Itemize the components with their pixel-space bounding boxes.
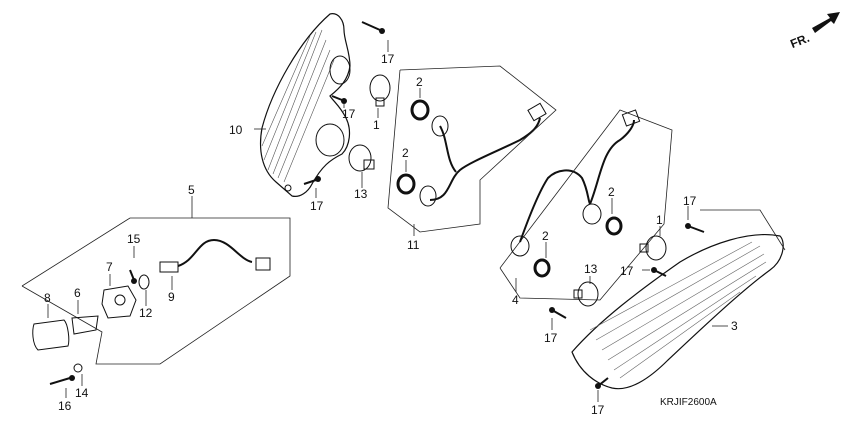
lower-bulbs xyxy=(510,109,667,307)
callout-1-a: 1 xyxy=(373,118,380,132)
callout-2-b: 2 xyxy=(402,146,409,160)
callout-2-d: 2 xyxy=(608,185,615,199)
callout-17-d: 17 xyxy=(683,194,697,208)
washer-2-d xyxy=(605,216,623,236)
screw-17-e xyxy=(651,267,667,277)
left-lens-assembly xyxy=(259,13,351,197)
screw-17-a xyxy=(361,21,385,34)
washer-2-b xyxy=(396,173,416,195)
callout-17-f: 17 xyxy=(544,331,558,345)
callout-4: 4 xyxy=(512,293,519,307)
lens-10-ribs xyxy=(261,29,335,183)
front-arrow-icon xyxy=(812,12,840,33)
group-frame-5 xyxy=(21,217,291,365)
screw-17-c xyxy=(303,176,321,185)
leader-lines xyxy=(47,40,728,402)
socket-9 xyxy=(159,238,271,273)
lens-10-shape xyxy=(259,13,351,197)
group-frame-4 xyxy=(499,109,673,301)
right-lens-assembly xyxy=(571,209,786,390)
screw-17-b xyxy=(331,95,347,104)
group-frame-11 xyxy=(387,65,557,233)
callout-10: 10 xyxy=(229,123,243,137)
screw-17-f xyxy=(549,307,567,319)
gasket-6 xyxy=(71,315,99,335)
screw-17-d xyxy=(685,223,705,233)
callout-17-e: 17 xyxy=(620,264,634,278)
bulb-13-lower xyxy=(573,281,599,307)
wire-harness-11 xyxy=(429,117,541,201)
connector-11 xyxy=(527,102,547,122)
screw-17-g xyxy=(595,377,609,389)
callout-labels: 17 10 17 1 2 2 13 17 11 5 15 7 9 12 8 6 … xyxy=(44,52,738,417)
front-direction-label: FR. xyxy=(788,31,811,51)
upper-bulbs xyxy=(348,74,547,207)
callout-1-b: 1 xyxy=(656,213,663,227)
socket-lower-b xyxy=(582,203,602,225)
callout-17-b: 17 xyxy=(342,107,356,121)
lens-3-shape xyxy=(571,234,784,390)
callout-13-b: 13 xyxy=(584,262,598,276)
washer-2-c xyxy=(533,258,551,278)
lens-10-upper-socket xyxy=(329,55,351,85)
callout-14: 14 xyxy=(75,386,89,400)
callout-16: 16 xyxy=(58,399,72,413)
bulb-1-lower xyxy=(639,235,667,261)
bulb-1-upper xyxy=(369,74,391,107)
callout-5: 5 xyxy=(188,183,195,197)
housing-7 xyxy=(101,285,137,319)
callout-8: 8 xyxy=(44,291,51,305)
wire-harness-4 xyxy=(519,119,635,243)
callout-17-a: 17 xyxy=(381,52,395,66)
callout-17-c: 17 xyxy=(310,199,324,213)
front-direction-indicator: FR. xyxy=(788,12,840,51)
callout-2-a: 2 xyxy=(416,75,423,89)
socket-upper-a xyxy=(431,115,449,137)
lens-10-lower-socket xyxy=(315,123,345,157)
callout-17-g: 17 xyxy=(591,403,605,417)
callout-7: 7 xyxy=(106,260,113,274)
lens-8 xyxy=(32,319,70,351)
callout-13-a: 13 xyxy=(354,187,368,201)
washer-2-a xyxy=(410,99,430,121)
socket-lower-a xyxy=(510,235,530,257)
screw-15 xyxy=(129,269,137,284)
lens-3-ribs xyxy=(589,241,767,379)
bulb-12 xyxy=(138,274,150,290)
callout-6: 6 xyxy=(74,286,81,300)
callout-2-c: 2 xyxy=(542,229,549,243)
screw-14-16 xyxy=(49,363,83,385)
callout-9: 9 xyxy=(168,290,175,304)
callout-12: 12 xyxy=(139,306,153,320)
callout-15: 15 xyxy=(127,232,141,246)
diagram-code: KRJIF2600A xyxy=(660,397,717,408)
socket-upper-b xyxy=(419,185,437,207)
bulb-13-upper xyxy=(348,144,375,172)
callout-3: 3 xyxy=(731,319,738,333)
callout-11: 11 xyxy=(407,238,420,252)
